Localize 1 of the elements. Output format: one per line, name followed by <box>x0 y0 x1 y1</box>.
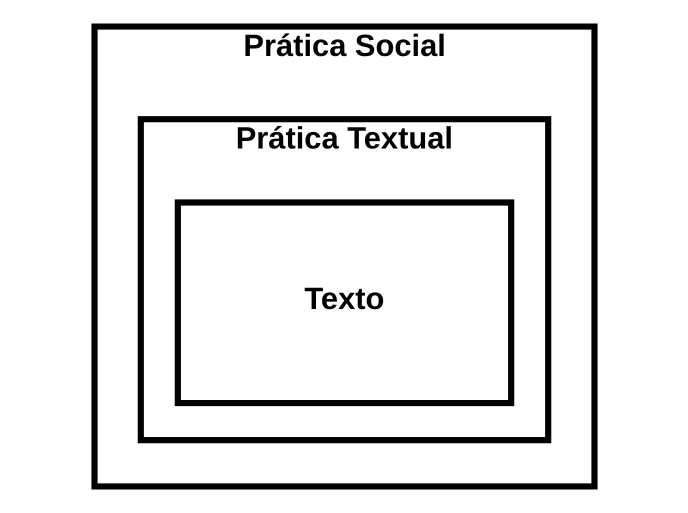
node-box: Texto <box>174 199 514 406</box>
